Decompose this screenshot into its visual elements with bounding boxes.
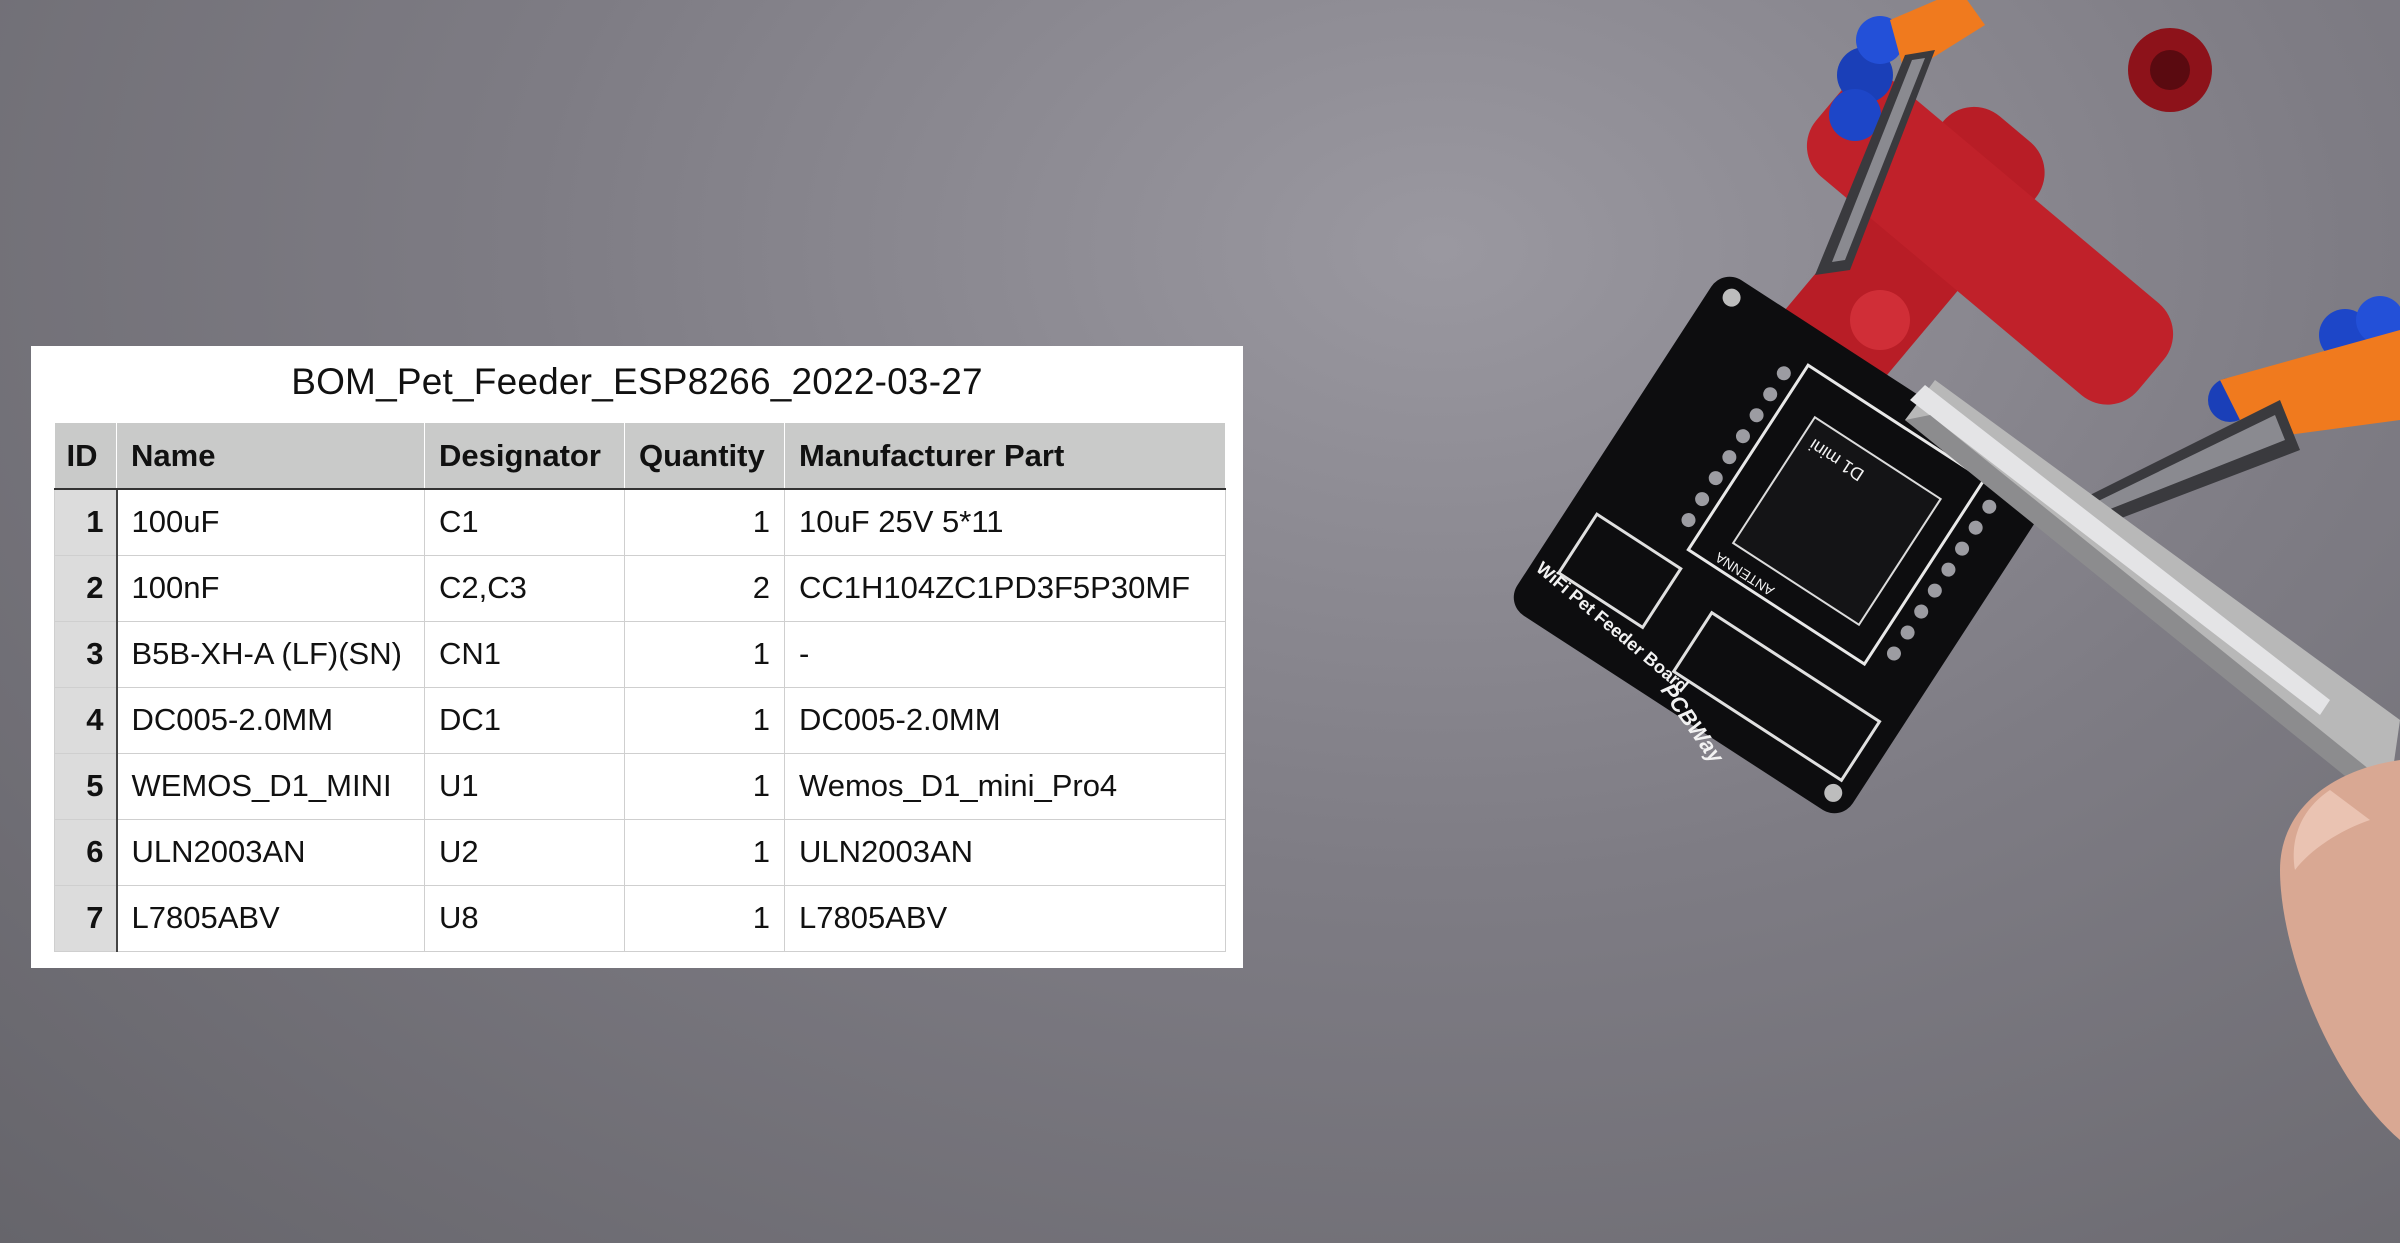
cell-name: 100nF: [116, 554, 425, 622]
cell-id: 6: [54, 818, 118, 886]
cell-id: 7: [54, 884, 118, 952]
bom-panel: BOM_Pet_Feeder_ESP8266_2022-03-27 ID Nam…: [31, 346, 1243, 968]
cell-id: 2: [54, 554, 118, 622]
table-row: 2 100nF C2,C3 2 CC1H104ZC1PD3F5P30MF: [54, 554, 1226, 622]
cell-quantity: 1: [624, 620, 785, 688]
bom-table: ID Name Designator Quantity Manufacturer…: [54, 423, 1226, 952]
cell-id: 4: [54, 686, 118, 754]
cell-designator: U2: [424, 818, 625, 886]
cell-manufacturer-part: CC1H104ZC1PD3F5P30MF: [784, 554, 1226, 622]
cell-name: B5B-XH-A (LF)(SN): [116, 620, 425, 688]
column-header-quantity: Quantity: [624, 423, 785, 490]
alligator-clip-right: [2080, 400, 2300, 530]
column-header-name: Name: [116, 423, 425, 490]
bom-title: BOM_Pet_Feeder_ESP8266_2022-03-27: [291, 361, 983, 402]
cell-designator: DC1: [424, 686, 625, 754]
cell-name: ULN2003AN: [116, 818, 425, 886]
cell-manufacturer-part: 10uF 25V 5*11: [784, 488, 1226, 556]
cell-id: 3: [54, 620, 118, 688]
cell-manufacturer-part: Wemos_D1_mini_Pro4: [784, 752, 1226, 820]
table-header-row: ID Name Designator Quantity Manufacturer…: [54, 423, 1226, 490]
cell-designator: C1: [424, 488, 625, 556]
cell-quantity: 1: [624, 488, 785, 556]
column-header-manufacturer-part: Manufacturer Part: [784, 423, 1226, 490]
column-header-id: ID: [54, 423, 117, 490]
cell-name: L7805ABV: [116, 884, 425, 952]
cell-designator: CN1: [424, 620, 625, 688]
cell-name: DC005-2.0MM: [116, 686, 425, 754]
table-row: 3 B5B-XH-A (LF)(SN) CN1 1 -: [54, 620, 1226, 688]
cell-quantity: 1: [624, 686, 785, 754]
cell-quantity: 1: [624, 818, 785, 886]
column-header-designator: Designator: [424, 423, 625, 490]
cell-quantity: 2: [624, 554, 785, 622]
table-row: 5 WEMOS_D1_MINI U1 1 Wemos_D1_mini_Pro4: [54, 752, 1226, 820]
cell-name: 100uF: [116, 488, 425, 556]
scissors: [1905, 380, 2400, 790]
flex-arm-right: [2208, 296, 2400, 440]
cell-id: 5: [54, 752, 118, 820]
pcb-board: D1 mini ANTENNA: [1513, 276, 2051, 814]
cell-designator: C2,C3: [424, 554, 625, 622]
cell-designator: U1: [424, 752, 625, 820]
table-row: 6 ULN2003AN U2 1 ULN2003AN: [54, 818, 1226, 886]
cell-quantity: 1: [624, 884, 785, 952]
table-row: 4 DC005-2.0MM DC1 1 DC005-2.0MM: [54, 686, 1226, 754]
finger: [2280, 760, 2400, 1140]
cell-designator: U8: [424, 884, 625, 952]
cell-manufacturer-part: DC005-2.0MM: [784, 686, 1226, 754]
alligator-clip-top: [1815, 50, 1935, 275]
cell-id: 1: [54, 488, 118, 556]
cell-manufacturer-part: L7805ABV: [784, 884, 1226, 952]
cell-name: WEMOS_D1_MINI: [116, 752, 425, 820]
cell-quantity: 1: [624, 752, 785, 820]
table-row: 7 L7805ABV U8 1 L7805ABV: [54, 884, 1226, 952]
cell-manufacturer-part: ULN2003AN: [784, 818, 1226, 886]
table-row: 1 100uF C1 1 10uF 25V 5*11: [54, 488, 1226, 556]
cell-manufacturer-part: -: [784, 620, 1226, 688]
